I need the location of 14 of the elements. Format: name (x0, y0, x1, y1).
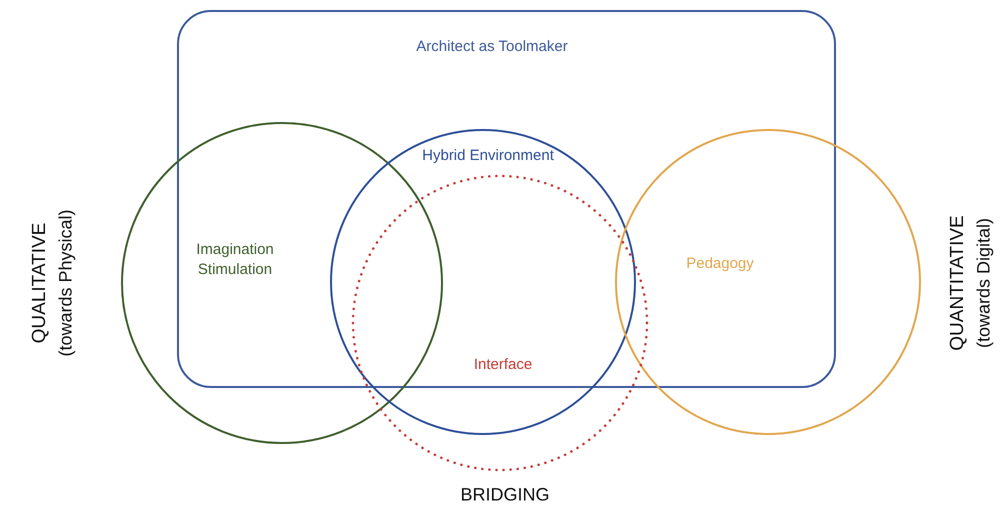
dotted-circle (351, 174, 649, 472)
axis-label: (towards Digital) (974, 218, 994, 348)
axis-label: QUANTITATIVE (947, 215, 969, 351)
region-label: Pedagogy (686, 254, 754, 274)
axis-label: (towards Physical) (56, 209, 76, 357)
venn-circle (614, 128, 922, 436)
region-label: Hybrid Environment (422, 146, 554, 166)
region-label: Architect as Toolmaker (416, 36, 568, 57)
venn-circle (329, 128, 637, 436)
region-label: Imagination Stimulation (195, 240, 275, 280)
axis-label: QUALITATIVE (29, 222, 51, 344)
rounded-rectangle-region (177, 10, 836, 388)
region-label: Interface (474, 354, 532, 375)
bottom-label: BRIDGING (460, 484, 550, 506)
